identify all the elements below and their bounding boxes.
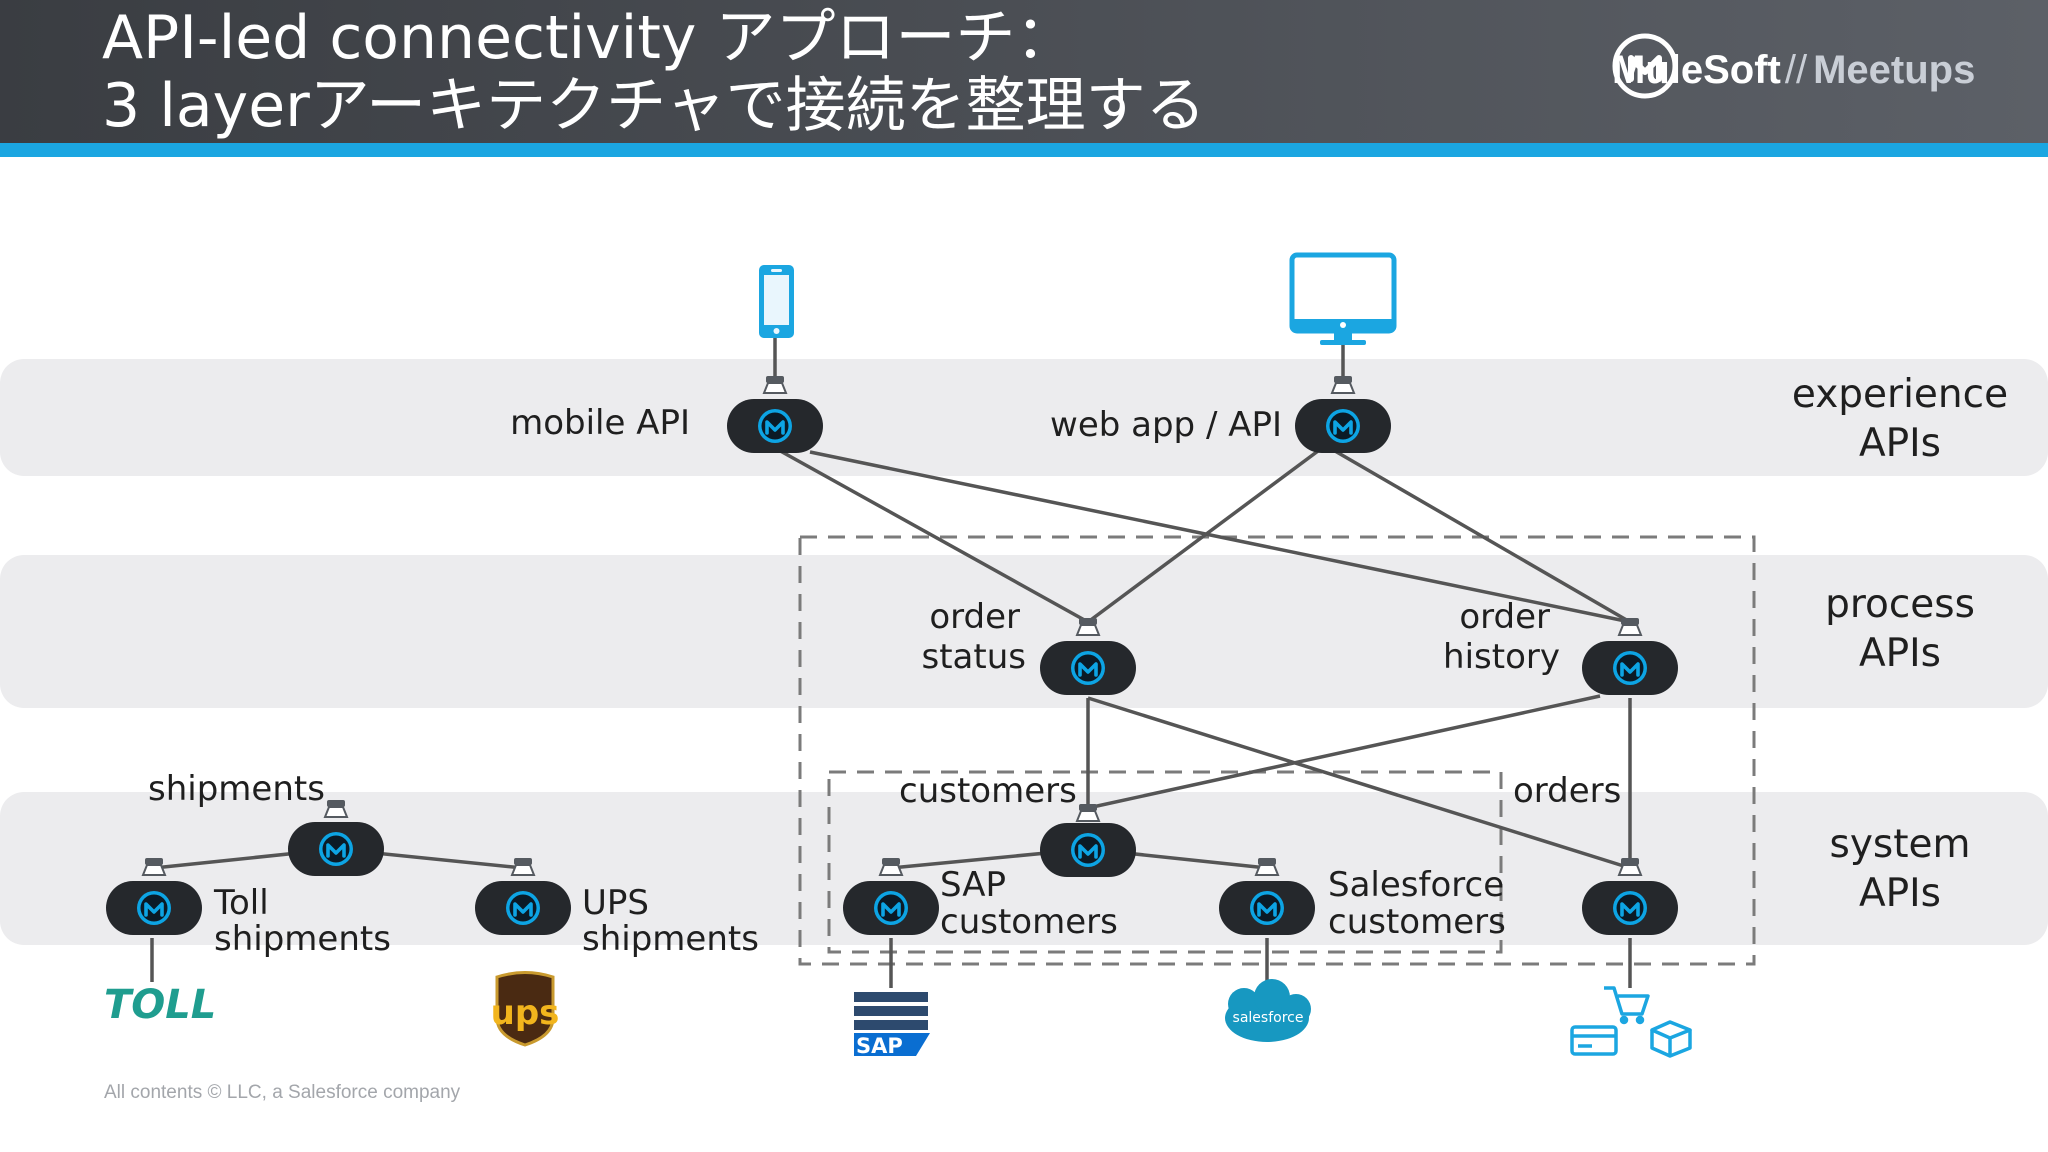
sap-logo-icon: SAP	[854, 992, 930, 1058]
node-web-app-api[interactable]	[1295, 399, 1391, 453]
node-ups-shipments[interactable]	[475, 881, 571, 935]
node-shipments[interactable]	[288, 822, 384, 876]
smartphone-icon	[759, 265, 794, 338]
order-history-label-line2: history	[1443, 637, 1560, 677]
page-title-line2: 3 layerアーキテクチャで接続を整理する	[102, 71, 1206, 141]
node-order-history[interactable]	[1582, 641, 1678, 695]
header-bar	[0, 0, 2048, 143]
toll-shipments-label-line1: Toll	[213, 883, 269, 923]
ups-shipments-label-line2: shipments	[582, 919, 759, 959]
node-orders[interactable]	[1582, 881, 1678, 935]
page-title-line1: API-led connectivity アプローチ：	[102, 3, 1076, 73]
node-salesforce-customers[interactable]	[1219, 881, 1315, 935]
experience-layer-label-line2: APIs	[1859, 421, 1941, 466]
brand-wordmark: MuleSoft // Meetups	[1612, 34, 1975, 106]
system-layer-label-line2: APIs	[1859, 871, 1941, 916]
svg-text:SAP: SAP	[856, 1034, 903, 1058]
experience-layer-band	[0, 359, 2048, 476]
order-history-label-line1: order	[1459, 597, 1550, 637]
customer-domain-group	[827, 770, 1503, 954]
order-status-label-line2: status	[922, 637, 1026, 677]
ups-logo-icon: ups	[491, 971, 560, 1047]
svg-text:TOLL: TOLL	[104, 982, 216, 1028]
node-customers[interactable]	[1040, 823, 1136, 877]
salesforce-logo-icon: salesforce	[1225, 979, 1311, 1042]
svg-text:salesforce: salesforce	[1233, 1010, 1304, 1026]
orders-label: orders	[1513, 771, 1621, 811]
mobile-api-label: mobile API	[510, 403, 690, 443]
experience-layer-label-line1: experience	[1792, 372, 2008, 417]
process-layer-label-line1: process	[1825, 582, 1975, 627]
brand-name: MuleSoft	[1612, 47, 1781, 92]
header-accent-stripe	[0, 143, 2048, 157]
salesforce-customers-label-line2: customers	[1328, 902, 1506, 942]
sap-customers-label-line1: SAP	[940, 865, 1006, 905]
shipments-label: shipments	[148, 769, 325, 809]
salesforce-customers-label-line1: Salesforce	[1328, 865, 1504, 905]
svg-text:ups: ups	[491, 993, 560, 1033]
brand-separator: //	[1784, 47, 1808, 92]
node-mobile-api[interactable]	[727, 399, 823, 453]
ups-shipments-label-line1: UPS	[582, 883, 649, 923]
connection-lines	[150, 329, 1632, 988]
toll-shipments-label-line2: shipments	[214, 919, 391, 959]
system-layer-label-line1: system	[1830, 822, 1971, 867]
shopping-cart-icon	[1570, 986, 1692, 1058]
desktop-monitor-icon	[1289, 252, 1397, 345]
node-sap-customers[interactable]	[843, 881, 939, 935]
toll-logo-icon: TOLL	[104, 982, 216, 1028]
process-layer-band	[0, 555, 2048, 708]
sap-customers-label-line2: customers	[940, 902, 1118, 942]
order-domain-group	[798, 535, 1756, 966]
node-toll-shipments[interactable]	[106, 881, 202, 935]
customers-label: customers	[899, 771, 1077, 811]
order-status-label-line1: order	[929, 597, 1020, 637]
node-order-status[interactable]	[1040, 641, 1136, 695]
process-layer-label-line2: APIs	[1859, 631, 1941, 676]
brand-suffix: Meetups	[1813, 47, 1976, 92]
web-app-api-label: web app / API	[1050, 405, 1282, 445]
mulesoft-logo-icon	[1612, 33, 1678, 99]
copyright-footer: All contents © LLC, a Salesforce company	[104, 1082, 461, 1103]
